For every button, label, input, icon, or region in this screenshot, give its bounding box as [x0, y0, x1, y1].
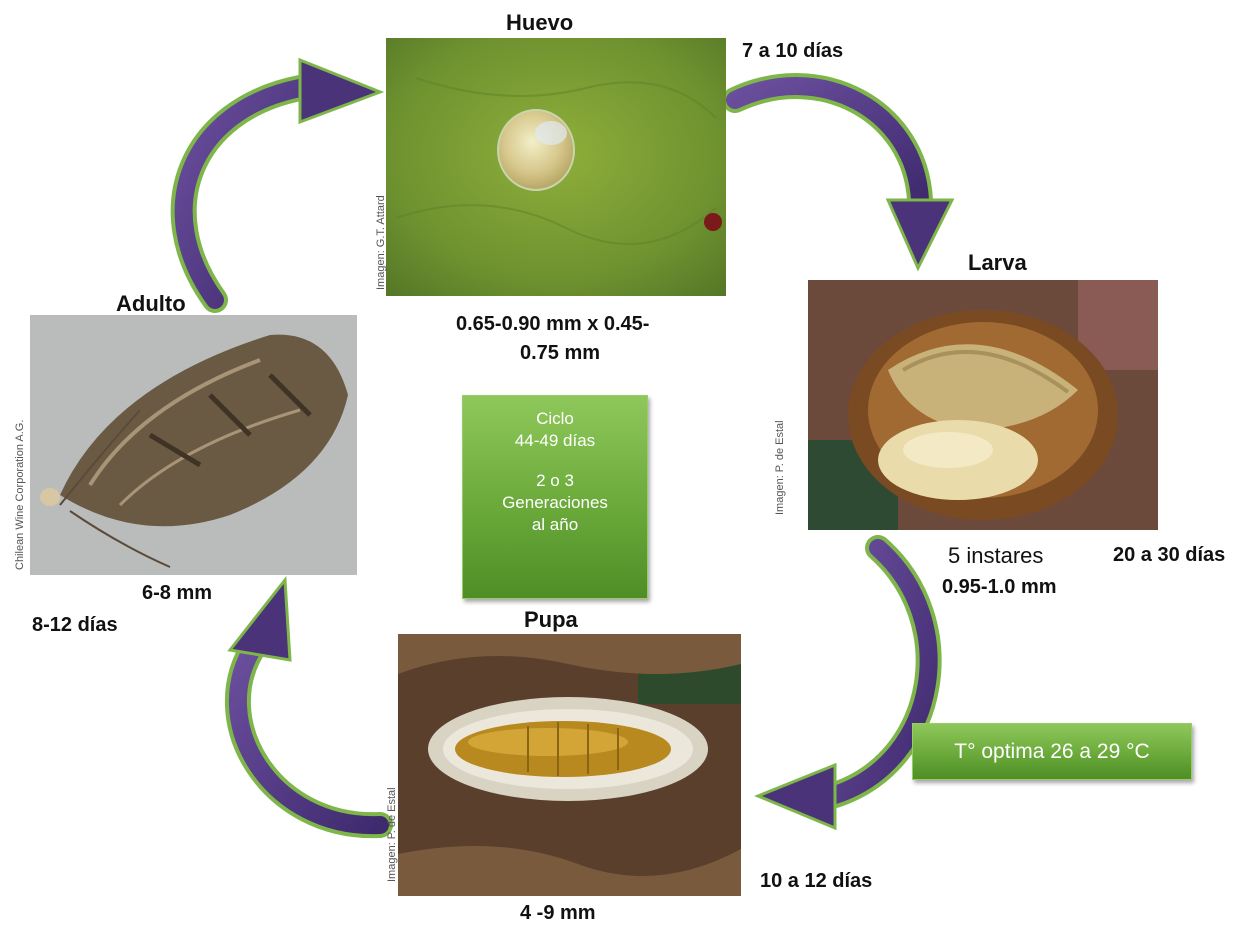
arrow-huevo-to-larva: [735, 86, 952, 268]
adulto-duration: 8-12 días: [32, 614, 118, 637]
pupa-credit: Imagen: P. de Estal: [386, 787, 398, 882]
arrow-larva-to-pupa: [758, 548, 929, 828]
pupa-photo: [398, 634, 741, 896]
adulto-size: 6-8 mm: [142, 582, 212, 605]
generations-per-year: al año: [463, 514, 647, 536]
huevo-duration: 7 a 10 días: [742, 40, 843, 63]
larva-photo: [808, 280, 1158, 530]
larva-instars: 5 instares: [948, 543, 1043, 569]
huevo-size-line2: 0.75 mm: [520, 342, 600, 365]
pupa-duration: 10 a 12 días: [760, 870, 872, 893]
huevo-credit: Imagen: G.T. Attard: [375, 195, 387, 290]
larva-image: [808, 280, 1158, 530]
larva-size: 0.95-1.0 mm: [942, 576, 1057, 599]
temperature-text: T° optima 26 a 29 °C: [954, 741, 1149, 763]
temperature-box: T° optima 26 a 29 °C: [912, 723, 1192, 780]
huevo-title: Huevo: [506, 10, 573, 36]
arrow-adulto-to-huevo: [184, 60, 380, 300]
larva-duration: 20 a 30 días: [1113, 544, 1225, 567]
huevo-size-line1: 0.65-0.90 mm x 0.45-: [456, 313, 649, 336]
cycle-info-box: Ciclo 44-49 días 2 o 3 Generaciones al a…: [462, 395, 648, 599]
pupa-size: 4 -9 mm: [520, 902, 596, 925]
huevo-photo: [386, 38, 726, 296]
moth-image: [30, 315, 357, 575]
adulto-credit: Chilean Wine Corporation A.G.: [14, 420, 26, 570]
adulto-photo: [30, 315, 357, 575]
pupa-image: [398, 634, 741, 896]
cycle-duration: 44-49 días: [463, 430, 647, 452]
generations-count: 2 o 3: [463, 470, 647, 492]
adulto-title: Adulto: [116, 291, 186, 317]
generations-label: Generaciones: [463, 492, 647, 514]
egg-image: [386, 38, 726, 296]
larva-title: Larva: [968, 250, 1027, 276]
arrow-pupa-to-adulto: [230, 580, 380, 825]
larva-credit: Imagen: P. de Estal: [774, 420, 786, 515]
cycle-label: Ciclo: [463, 408, 647, 430]
pupa-title: Pupa: [524, 607, 578, 633]
